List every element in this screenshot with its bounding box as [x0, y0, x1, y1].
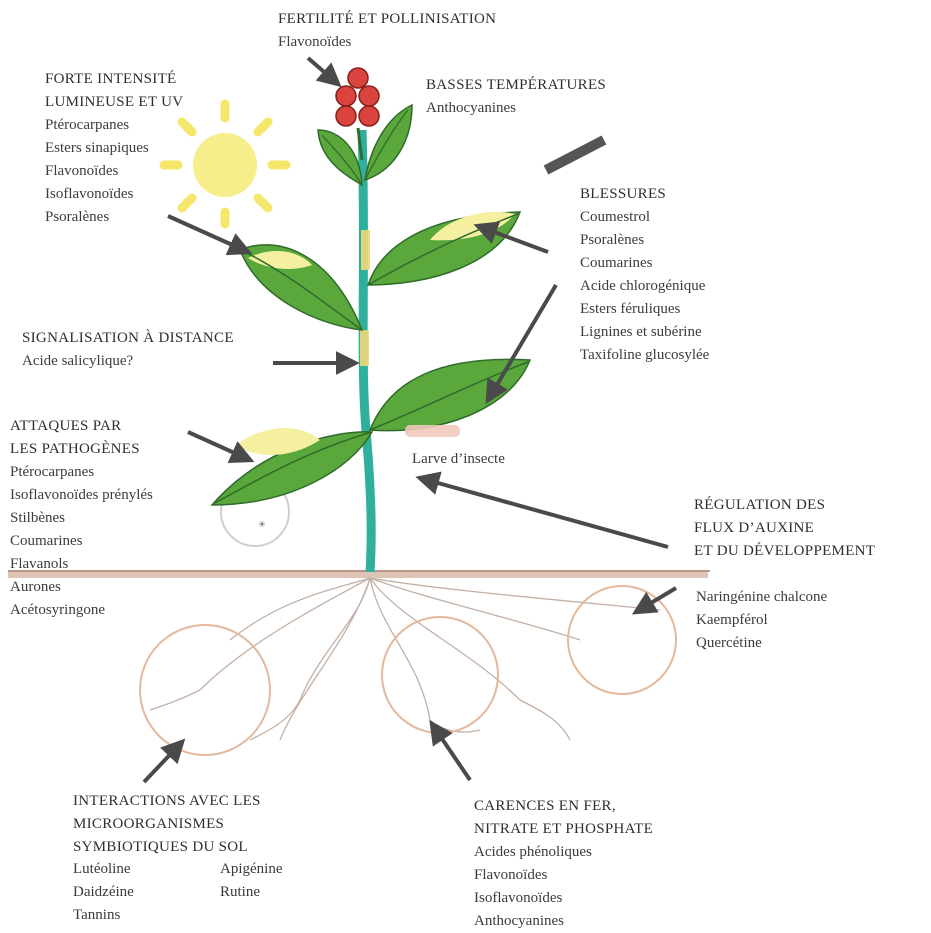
fertility-title: FERTILITÉ ET POLLINISATION	[278, 8, 496, 31]
pathogens-item: Coumarines	[10, 530, 153, 553]
wounds-item: Coumarines	[580, 252, 709, 275]
light-title-2: LUMINEUSE ET UV	[45, 91, 183, 114]
auxin-title-1: RÉGULATION DES	[694, 494, 875, 517]
insect-block: Larve d’insecte	[412, 448, 505, 471]
wounds-item: Acide chlorogénique	[580, 275, 709, 298]
light-item: Psoralènes	[45, 206, 183, 229]
insect-label: Larve d’insecte	[412, 448, 505, 471]
auxin-title-2: FLUX D’AUXINE	[694, 517, 875, 540]
arrow-microbes	[144, 742, 182, 782]
pathogens-item: Aurones	[10, 576, 153, 599]
signal-item: Acide salicylique?	[22, 350, 234, 373]
microbes-title-3: SYMBIOTIQUES DU SOL	[73, 836, 261, 859]
arrow-auxin	[420, 478, 668, 547]
pathogens-item: Flavanols	[10, 553, 153, 576]
pathogens-item: Isoflavonoïdes prénylés	[10, 484, 153, 507]
cold-indicator-icon	[546, 140, 604, 170]
pathogens-item: Stilbènes	[10, 507, 153, 530]
deficiency-item: Acides phénoliques	[474, 841, 653, 864]
wounds-item: Psoralènes	[580, 229, 709, 252]
microbes-col-1: Lutéoline Daidzéine Tannins	[73, 858, 134, 927]
wounds-item: Lignines et subérine	[580, 321, 709, 344]
pathogens-title-2: LES PATHOGÈNES	[10, 438, 153, 461]
microbes-col-2: Apigénine Rutine	[220, 858, 282, 904]
light-item: Esters sinapiques	[45, 137, 183, 160]
pathogens-block: ATTAQUES PAR LES PATHOGÈNES Ptérocarpane…	[10, 415, 153, 622]
microbes-item: Tannins	[73, 904, 134, 927]
wounds-item: Coumestrol	[580, 206, 709, 229]
microbes-item: Apigénine	[220, 858, 282, 881]
stem	[360, 130, 371, 572]
auxin-title-3: ET DU DÉVELOPPEMENT	[694, 540, 875, 563]
microbes-title-1: INTERACTIONS AVEC LES	[73, 790, 261, 813]
light-block: FORTE INTENSITÉ LUMINEUSE ET UV Ptérocar…	[45, 68, 183, 229]
cold-block: BASSES TEMPÉRATURES Anthocyanines	[426, 74, 606, 120]
auxin-item: Quercétine	[696, 632, 827, 655]
deficiency-item: Anthocyanines	[474, 910, 653, 933]
microbes-title-2: MICROORGANISMES	[73, 813, 261, 836]
pathogens-title-1: ATTAQUES PAR	[10, 415, 153, 438]
fertility-item: Flavonoïdes	[278, 31, 496, 54]
auxin-item: Kaempférol	[696, 609, 827, 632]
arrow-wounds-lower	[488, 285, 556, 400]
deficiency-title-2: NITRATE ET PHOSPHATE	[474, 818, 653, 841]
arrow-fertility	[308, 58, 338, 84]
arrow-auxin-root	[636, 588, 676, 612]
cold-title: BASSES TEMPÉRATURES	[426, 74, 606, 97]
cold-item: Anthocyanines	[426, 97, 606, 120]
fertility-block: FERTILITÉ ET POLLINISATION Flavonoïdes	[278, 8, 496, 54]
pathogens-item: Acétosyringone	[10, 599, 153, 622]
auxin-items: Naringénine chalcone Kaempférol Quercéti…	[696, 586, 827, 655]
light-item: Isoflavonoïdes	[45, 183, 183, 206]
wounds-item: Esters féruliques	[580, 298, 709, 321]
root-zone-circles	[140, 586, 676, 755]
deficiency-item: Isoflavonoïdes	[474, 887, 653, 910]
signal-block: SIGNALISATION À DISTANCE Acide salicyliq…	[22, 327, 234, 373]
wounds-block: BLESSURES Coumestrol Psoralènes Coumarin…	[580, 183, 709, 367]
light-item: Ptérocarpanes	[45, 114, 183, 137]
auxin-item: Naringénine chalcone	[696, 586, 827, 609]
wounds-title: BLESSURES	[580, 183, 709, 206]
deficiency-title-1: CARENCES EN FER,	[474, 795, 653, 818]
wounds-item: Taxifoline glucosylée	[580, 344, 709, 367]
signal-title: SIGNALISATION À DISTANCE	[22, 327, 234, 350]
microbes-item: Daidzéine	[73, 881, 134, 904]
deficiency-item: Flavonoïdes	[474, 864, 653, 887]
light-item: Flavonoïdes	[45, 160, 183, 183]
microbes-item: Rutine	[220, 881, 282, 904]
auxin-block: RÉGULATION DES FLUX D’AUXINE ET DU DÉVEL…	[694, 494, 875, 563]
pathogens-item: Ptérocarpanes	[10, 461, 153, 484]
microbes-block: INTERACTIONS AVEC LES MICROORGANISMES SY…	[73, 790, 261, 859]
microbes-item: Lutéoline	[73, 858, 134, 881]
light-title-1: FORTE INTENSITÉ	[45, 68, 183, 91]
deficiency-block: CARENCES EN FER, NITRATE ET PHOSPHATE Ac…	[474, 795, 653, 933]
